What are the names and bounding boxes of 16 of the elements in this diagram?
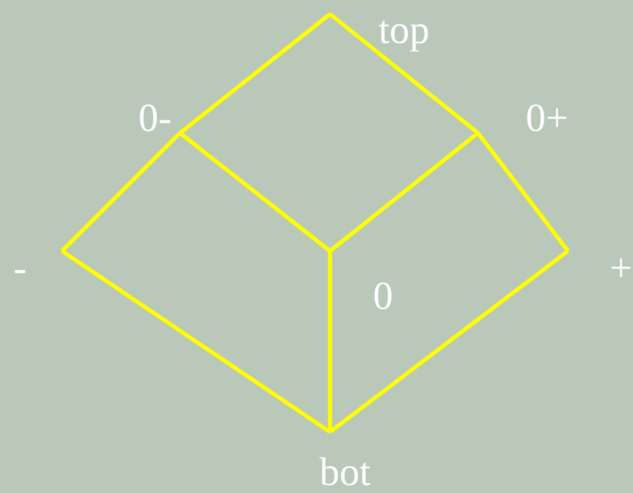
vertex-label: bot (319, 452, 371, 492)
lattice-line (178, 12, 332, 135)
vertex-label: top (378, 10, 430, 50)
lattice-line (60, 249, 332, 434)
lattice-line (328, 251, 332, 432)
vertex-label: + (610, 248, 632, 288)
lattice-line (60, 132, 182, 252)
lattice-line (328, 249, 570, 434)
vertex-label: 0 (373, 276, 393, 316)
lattice-line (476, 132, 570, 252)
vertex-label: - (13, 248, 27, 288)
lattice-line (328, 12, 480, 135)
lattice-line (328, 131, 480, 253)
vertex-label: 0- (138, 98, 172, 138)
vertex-label: 0+ (526, 98, 568, 138)
lattice-line (178, 131, 332, 253)
